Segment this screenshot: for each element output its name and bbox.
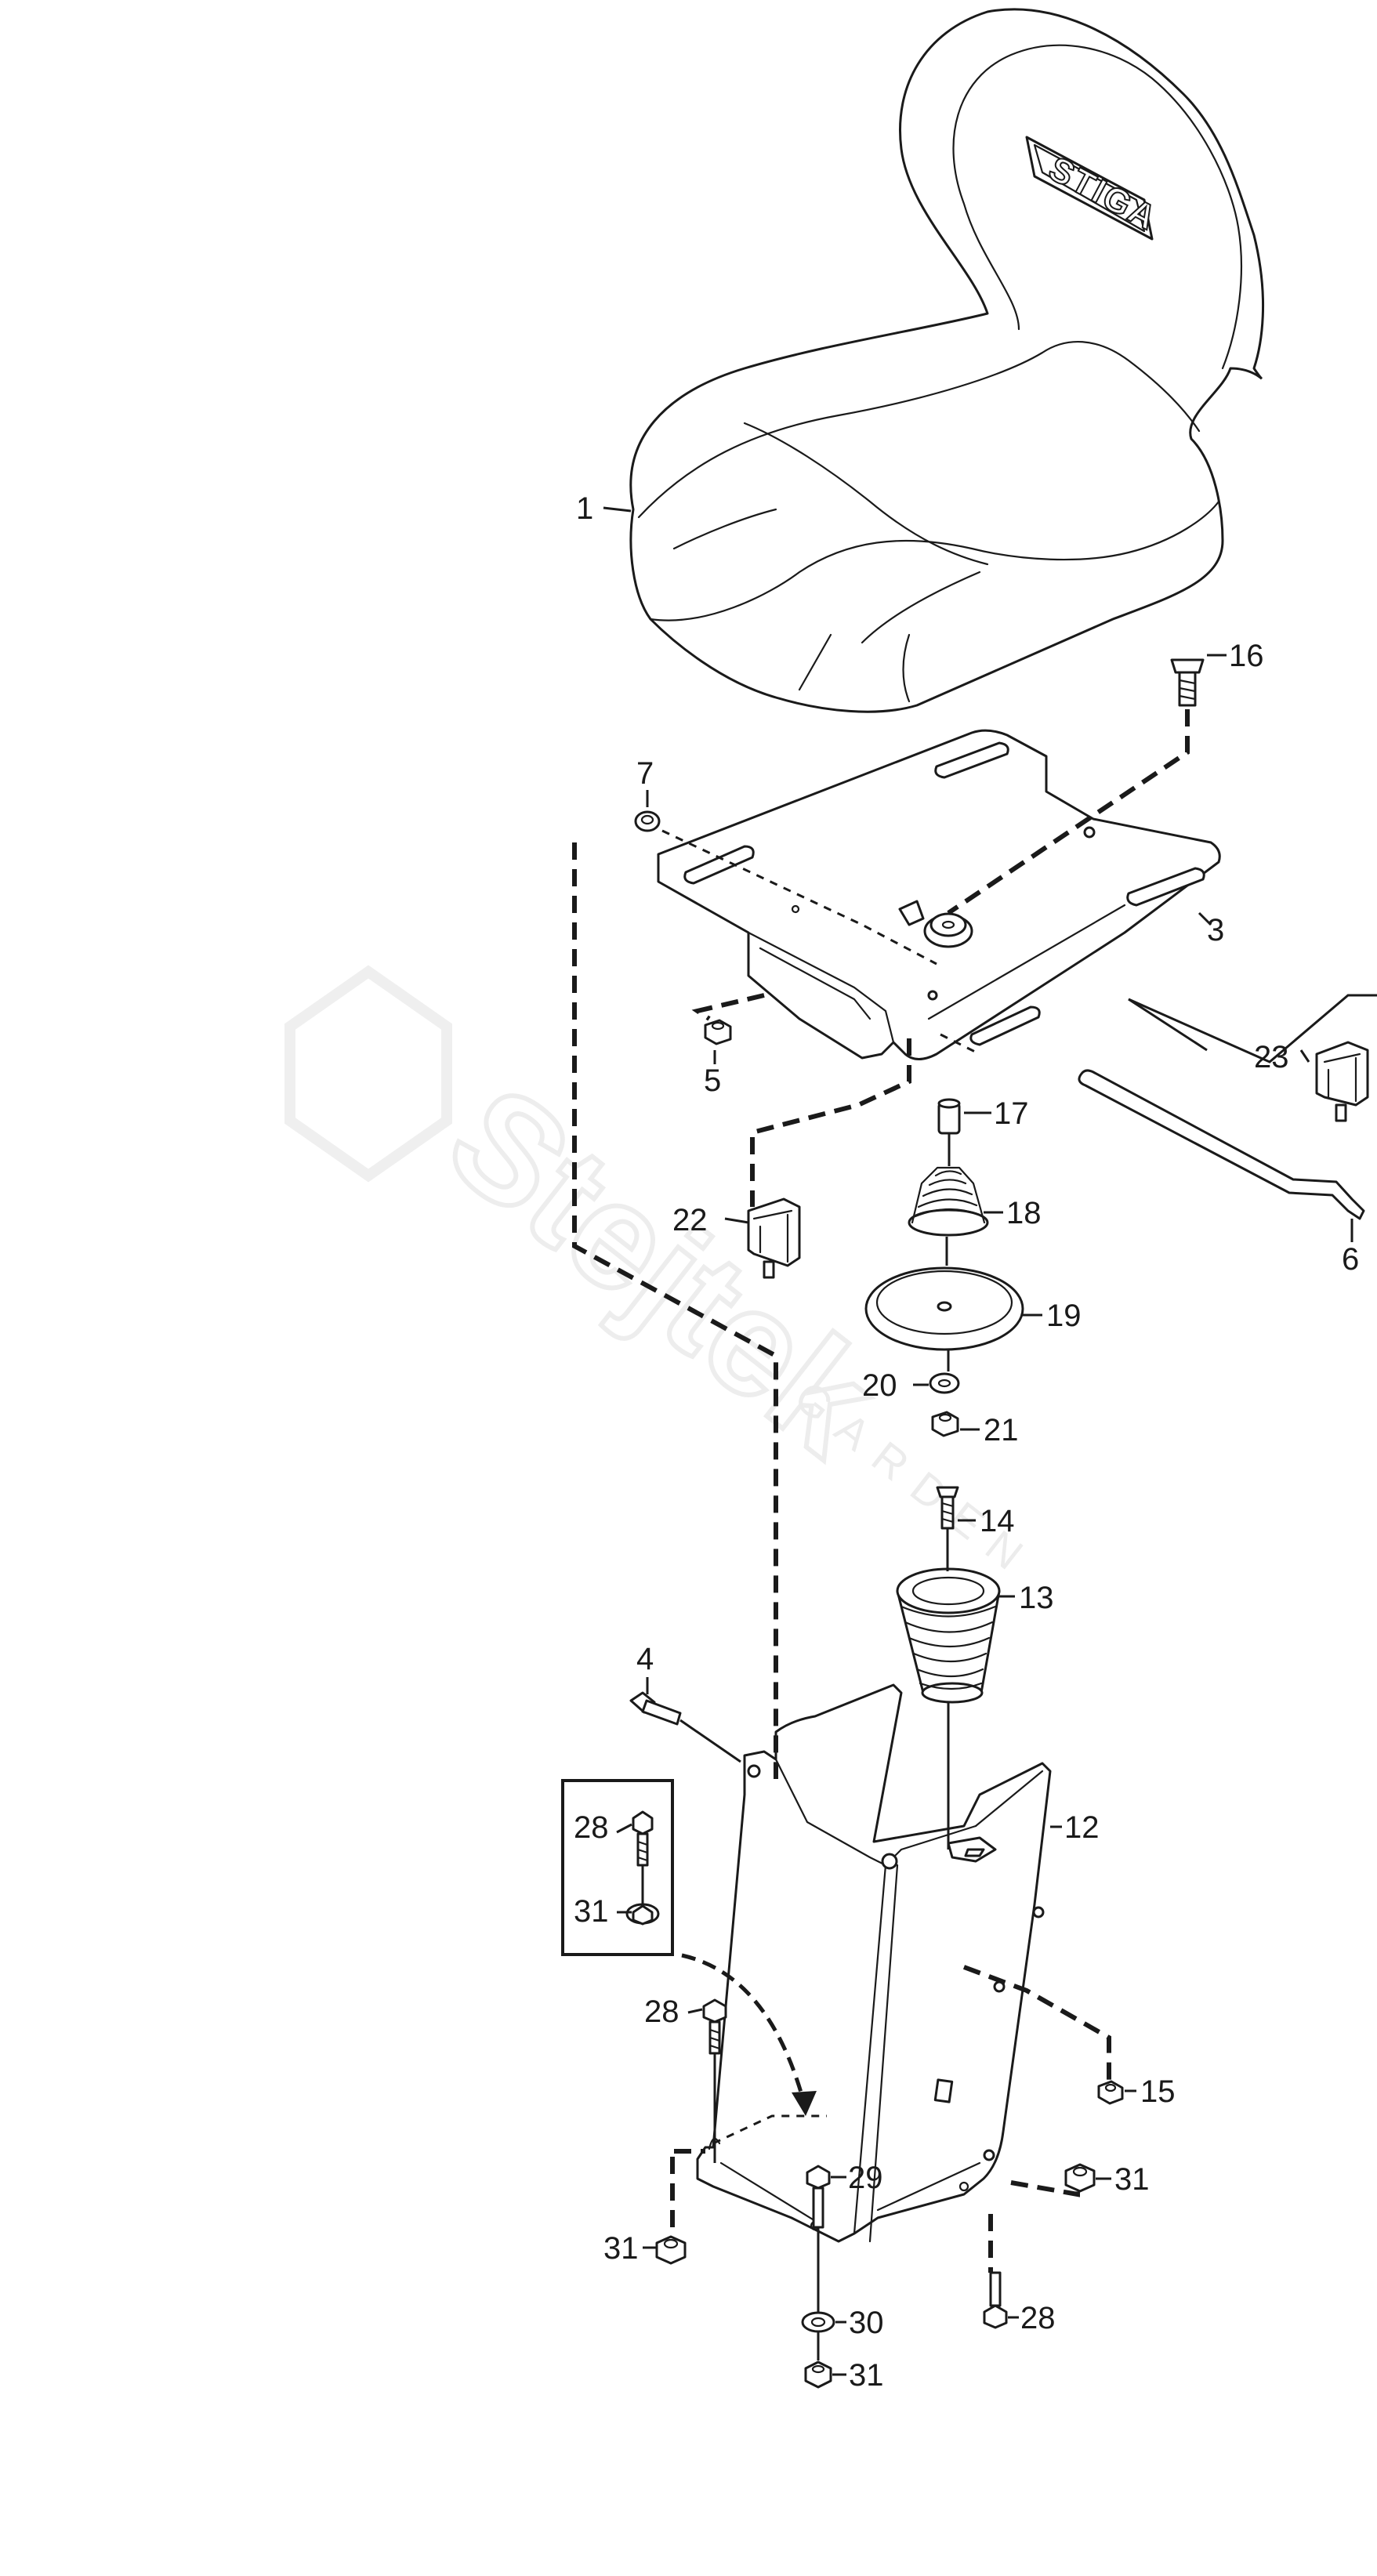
callout-1: 1 bbox=[576, 491, 593, 526]
callout-12: 12 bbox=[1064, 1810, 1100, 1845]
spacer-17 bbox=[937, 1098, 961, 1135]
callout-5: 5 bbox=[704, 1063, 721, 1098]
callout-31-inset: 31 bbox=[574, 1894, 609, 1929]
callout-17: 17 bbox=[994, 1096, 1029, 1131]
bolt-28-inset bbox=[632, 1810, 654, 1867]
callout-22: 22 bbox=[672, 1203, 708, 1237]
nut-31-left bbox=[655, 2235, 687, 2265]
callout-14: 14 bbox=[980, 1504, 1015, 1538]
inset-box bbox=[561, 1779, 674, 1956]
nut-5 bbox=[704, 1019, 732, 1045]
support-frame bbox=[696, 1683, 1052, 2243]
spring-18 bbox=[908, 1166, 989, 1237]
callout-labels: 1 3 4 5 6 7 12 13 14 15 16 17 18 19 20 2… bbox=[574, 491, 1359, 2393]
nut-15 bbox=[1097, 2080, 1124, 2105]
callout-18: 18 bbox=[1006, 1196, 1042, 1230]
watermark-subtext: GARDEN bbox=[786, 1371, 1046, 1589]
bolt-28-right bbox=[983, 2271, 1008, 2329]
nut-31-bottom bbox=[804, 2360, 832, 2389]
callout-28-inset: 28 bbox=[574, 1810, 609, 1845]
washer-20 bbox=[929, 1372, 960, 1394]
callout-30: 30 bbox=[849, 2306, 884, 2340]
callout-21: 21 bbox=[984, 1413, 1019, 1447]
washer-31-inset bbox=[625, 1903, 660, 1926]
callout-3: 3 bbox=[1207, 913, 1224, 947]
seat-plate bbox=[657, 729, 1221, 1060]
disc-19 bbox=[864, 1266, 1024, 1351]
seat: STIGA bbox=[629, 8, 1265, 713]
assembly-lines bbox=[572, 709, 1190, 2273]
bolt-16 bbox=[1170, 658, 1205, 707]
callout-31-right: 31 bbox=[1114, 2162, 1150, 2197]
callout-15: 15 bbox=[1140, 2074, 1176, 2109]
callout-19: 19 bbox=[1046, 1299, 1082, 1333]
callout-13: 13 bbox=[1019, 1581, 1054, 1615]
nut-31-right bbox=[1064, 2163, 1096, 2193]
spring-13 bbox=[896, 1567, 1001, 1704]
clamp-23 bbox=[1315, 1041, 1369, 1122]
callout-4: 4 bbox=[636, 1642, 654, 1676]
callout-23: 23 bbox=[1254, 1040, 1289, 1074]
callout-31-bottom: 31 bbox=[849, 2358, 884, 2393]
callout-20: 20 bbox=[862, 1368, 897, 1403]
lever-rod bbox=[1078, 1069, 1365, 1220]
callout-7: 7 bbox=[636, 756, 654, 791]
solid-lines bbox=[641, 994, 1377, 2360]
callout-16: 16 bbox=[1229, 639, 1264, 673]
nut-7 bbox=[634, 810, 661, 832]
watermark-logo-icon bbox=[284, 965, 452, 1183]
washer-30 bbox=[801, 2311, 835, 2333]
callout-28-left: 28 bbox=[644, 1994, 679, 2029]
bolt-28-left bbox=[702, 1998, 727, 2055]
nut-21 bbox=[931, 1411, 959, 1437]
callout-31-left: 31 bbox=[603, 2231, 639, 2266]
callout-29: 29 bbox=[848, 2161, 883, 2195]
callout-6: 6 bbox=[1342, 1242, 1359, 1277]
callout-leaders bbox=[603, 506, 1353, 2376]
bolt-4 bbox=[629, 1691, 682, 1726]
clamp-22 bbox=[747, 1197, 801, 1279]
callout-28-right: 28 bbox=[1020, 2301, 1056, 2335]
